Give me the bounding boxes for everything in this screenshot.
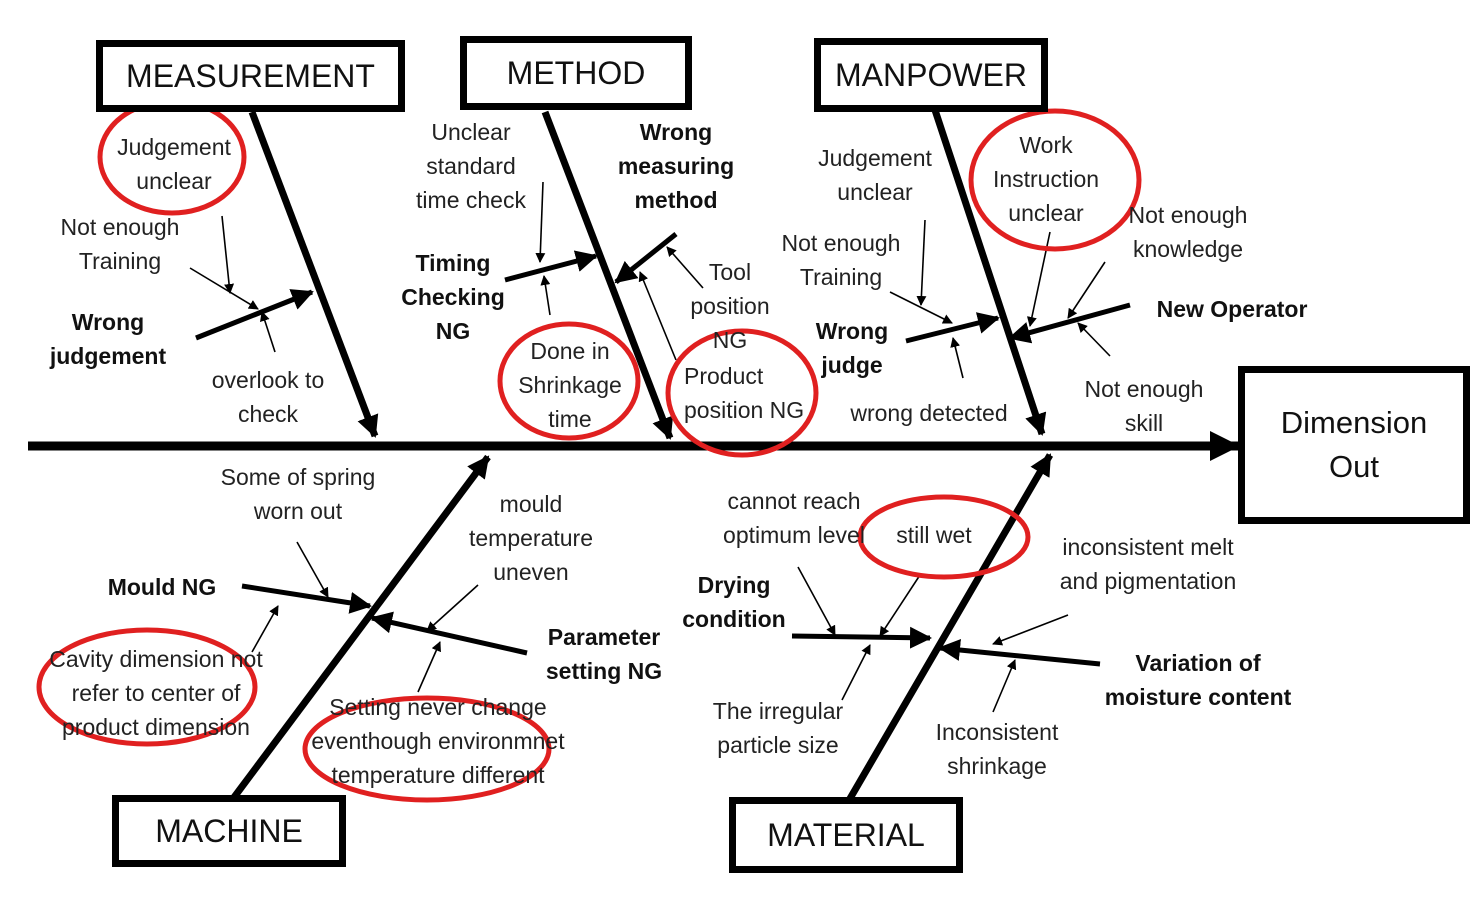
cause-new-operator: New Operator — [1156, 296, 1308, 322]
subbone-mould-ng — [241, 583, 372, 614]
arrow — [797, 566, 836, 636]
effect-box: Dimension Out — [1238, 366, 1470, 524]
arrow — [221, 215, 235, 294]
arrow — [296, 541, 329, 598]
bone-manpower — [931, 108, 1047, 436]
arrow — [1077, 322, 1111, 357]
subbone-timing — [504, 250, 598, 283]
category-manpower: MANPOWER — [814, 38, 1048, 112]
subbone-parameter — [370, 611, 528, 656]
effect-line: Dimension — [1280, 405, 1428, 440]
arrow — [992, 659, 1017, 713]
cause-wrong-detected: wrong detected — [850, 400, 1008, 426]
bone-material — [844, 453, 1054, 804]
subbone-wrong-measuring — [614, 232, 678, 284]
arrow — [417, 641, 441, 693]
arrow — [540, 275, 551, 316]
arrow — [1067, 261, 1106, 319]
arrow — [426, 584, 479, 632]
bone-machine — [229, 454, 491, 803]
arrow — [638, 271, 677, 361]
arrow — [260, 311, 276, 353]
category-machine: MACHINE — [112, 795, 346, 867]
highlight-product-position — [665, 328, 819, 458]
subbone-new-operator — [1008, 302, 1131, 344]
category-measurement: MEASUREMENT — [96, 40, 405, 112]
highlight-work-instruction — [968, 108, 1142, 252]
arrow — [535, 181, 546, 263]
cause-still-wet: still wet — [896, 522, 972, 548]
arrow — [879, 574, 921, 637]
bone-measurement — [248, 110, 379, 438]
subbone-drying — [791, 626, 932, 649]
cause-mould-ng: Mould NG — [107, 574, 217, 600]
arrow — [666, 246, 704, 289]
category-method: METHOD — [460, 36, 692, 110]
arrow — [251, 605, 279, 653]
arrow — [841, 644, 871, 701]
arrow — [916, 219, 927, 306]
subbone-wrong-judgement — [195, 289, 314, 341]
effect-line: Out — [1329, 449, 1379, 484]
arrow — [189, 267, 259, 310]
highlight-cavity-dimension — [36, 627, 258, 747]
category-material: MATERIAL — [729, 797, 963, 873]
arrow — [992, 614, 1069, 646]
subbone-wrong-judge — [905, 312, 1000, 344]
arrow — [889, 291, 953, 324]
arrow — [950, 337, 964, 379]
bone-method — [541, 110, 674, 440]
highlight-still-wet — [857, 494, 1031, 580]
highlight-setting-never-change — [302, 695, 552, 803]
highlight-done-in-shrinkage — [497, 321, 641, 441]
subbone-moisture — [938, 639, 1101, 667]
